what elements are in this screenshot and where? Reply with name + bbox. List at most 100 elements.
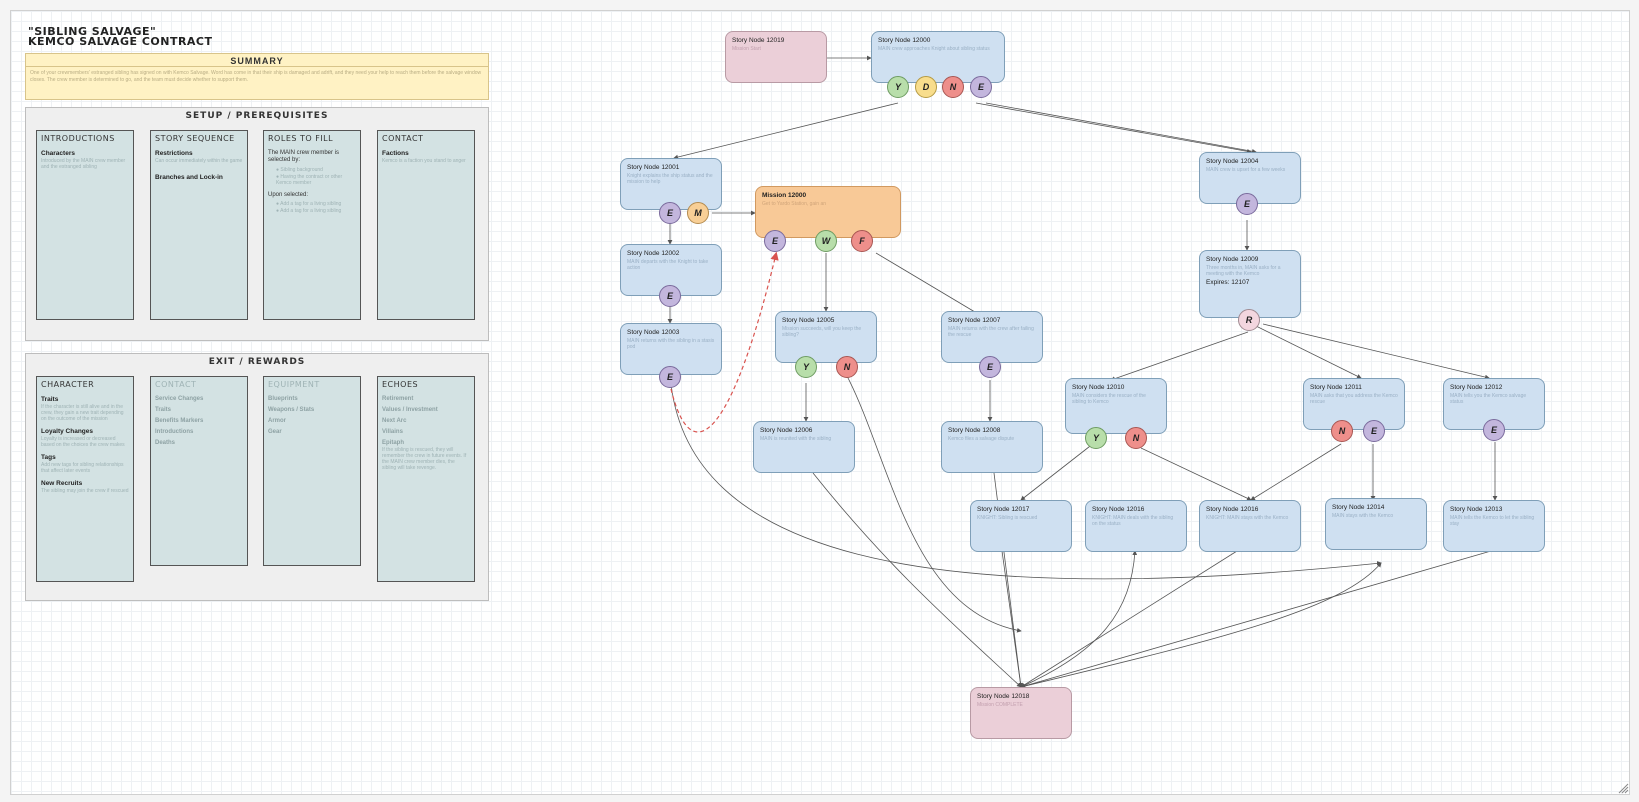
exit-heading: Exit / Rewards: [208, 357, 306, 367]
node-desc: MAIN is reunited with the sibling: [760, 436, 832, 442]
node-label: Story Node 12003: [627, 329, 680, 336]
equipment-item: Gear: [268, 429, 282, 435]
exit-column-echoes: Echoes Retirement Values / Investment Ne…: [377, 376, 475, 582]
contact-item: Service Changes: [155, 396, 204, 402]
story-node-12019[interactable]: Story Node 12019 Mission Start: [725, 31, 827, 83]
choice-badge-y[interactable]: Y: [795, 356, 817, 378]
echo-item: Epitaph: [382, 440, 404, 446]
exit-panel: Exit / Rewards Character Traits If the c…: [25, 353, 489, 601]
section-heading: New Recruits: [41, 480, 83, 487]
section-heading: Tags: [41, 454, 56, 461]
resize-handle-icon[interactable]: [1617, 782, 1629, 794]
choice-badge-n[interactable]: N: [1125, 427, 1147, 449]
roles-bullet: ● Sibling background: [276, 167, 323, 173]
equipment-item: Weapons / Stats: [268, 407, 315, 413]
section-text: Introduced by the MAIN crew member and t…: [41, 158, 126, 170]
section-heading: Loyalty Changes: [41, 428, 94, 435]
roles-intro2: Upon selected:: [268, 192, 309, 198]
story-node-12018[interactable]: Story Node 12018 Mission COMPLETE: [970, 687, 1072, 739]
setup-column-contact: Contact Factions Kemco is a faction you …: [377, 130, 475, 320]
node-label: Story Node 12005: [782, 317, 835, 324]
node-desc: MAIN tells the Kemco to let the sibling …: [1450, 515, 1535, 527]
node-desc: MAIN considers the rescue of the sibling…: [1072, 393, 1146, 405]
choice-badge-m[interactable]: M: [687, 202, 709, 224]
node-desc: Get to Yardo Station, gain an: [762, 201, 827, 207]
node-label: Story Node 12004: [1206, 158, 1259, 165]
contact-item: Introductions: [155, 429, 194, 435]
story-node-12005[interactable]: Story Node 12005 Mission succeeds, will …: [775, 311, 877, 363]
choice-badge-n[interactable]: N: [836, 356, 858, 378]
story-node-12009[interactable]: Story Node 12009 Three months in, MAIN a…: [1199, 250, 1301, 318]
story-node-12013[interactable]: Story Node 12013 MAIN tells the Kemco to…: [1443, 500, 1545, 552]
choice-badge-e[interactable]: E: [659, 366, 681, 388]
node-desc: MAIN tells you the Kemco salvage status: [1450, 393, 1527, 405]
node-desc: MAIN crew approaches Knight about siblin…: [878, 46, 990, 52]
contact-item: Deaths: [155, 440, 176, 446]
mission-node-12000[interactable]: Mission 12000 Get to Yardo Station, gain…: [755, 186, 901, 238]
roles-bullet: ● Having the contract or other Kemco mem…: [276, 174, 343, 186]
column-title: Contact: [155, 380, 197, 389]
node-label: Story Node 12001: [627, 164, 680, 171]
diagram-canvas[interactable]: "Sibling Salvage" Kemco Salvage Contract…: [10, 10, 1630, 795]
choice-badge-e[interactable]: E: [1483, 419, 1505, 441]
node-expires: Expires: 12107: [1206, 279, 1250, 286]
node-label: Story Node 12008: [948, 427, 1001, 434]
choice-badge-e[interactable]: E: [659, 202, 681, 224]
story-node-12010[interactable]: Story Node 12010 MAIN considers the resc…: [1065, 378, 1167, 434]
choice-badge-e[interactable]: E: [1236, 193, 1258, 215]
node-desc: Mission COMPLETE: [977, 702, 1023, 708]
section-heading: Characters: [41, 150, 75, 157]
choice-badge-y[interactable]: Y: [887, 76, 909, 98]
choice-badge-e[interactable]: E: [764, 230, 786, 252]
node-desc: KNIGHT: Sibling is rescued: [977, 515, 1038, 521]
choice-badge-e[interactable]: E: [970, 76, 992, 98]
story-node-12017[interactable]: Story Node 12017 KNIGHT: Sibling is resc…: [970, 500, 1072, 552]
node-desc: Three months in, MAIN asks for a meeting…: [1206, 265, 1281, 277]
node-label: Story Node 12009: [1206, 256, 1259, 263]
echo-item: Values / Investment: [382, 407, 438, 413]
choice-badge-d[interactable]: D: [915, 76, 937, 98]
story-node-12007[interactable]: Story Node 12007 MAIN returns with the c…: [941, 311, 1043, 363]
node-label: Story Node 12006: [760, 427, 813, 434]
choice-badge-e[interactable]: E: [1363, 420, 1385, 442]
section-text: Kemco is a faction you stand to anger: [382, 158, 466, 164]
node-label: Story Node 12012: [1450, 384, 1503, 391]
node-desc: MAIN returns with the sibling in a stasi…: [627, 338, 715, 350]
choice-badge-w[interactable]: W: [815, 230, 837, 252]
contact-item: Traits: [155, 407, 172, 413]
story-node-12012[interactable]: Story Node 12012 MAIN tells you the Kemc…: [1443, 378, 1545, 430]
node-desc: KNIGHT: MAIN stays with the Kemco: [1206, 515, 1289, 521]
summary-heading: SUMMARY: [26, 54, 488, 67]
choice-badge-e[interactable]: E: [979, 356, 1001, 378]
story-node-12016-b[interactable]: Story Node 12016 KNIGHT: MAIN stays with…: [1199, 500, 1301, 552]
story-node-12008[interactable]: Story Node 12008 Kemco files a salvage d…: [941, 421, 1043, 473]
choice-badge-f[interactable]: F: [851, 230, 873, 252]
node-desc: Mission Start: [732, 46, 761, 52]
choice-badge-y[interactable]: Y: [1085, 427, 1107, 449]
diagram-edges: [667, 55, 1498, 689]
column-title: Character: [41, 380, 95, 389]
story-node-12006[interactable]: Story Node 12006 MAIN is reunited with t…: [753, 421, 855, 473]
column-title: Story Sequence: [155, 134, 235, 143]
story-node-12016-a[interactable]: Story Node 12016 KNIGHT: MAIN deals with…: [1085, 500, 1187, 552]
choice-badge-r[interactable]: R: [1238, 309, 1260, 331]
story-node-12014[interactable]: Story Node 12014 MAIN stays with the Kem…: [1325, 498, 1427, 550]
choice-badge-e[interactable]: E: [659, 285, 681, 307]
node-label: Story Node 12019: [732, 37, 785, 44]
setup-column-roles: Roles to Fill The MAIN crew member is se…: [263, 130, 361, 320]
contract-title-line1: "Sibling Salvage": [28, 25, 157, 38]
section-heading: Branches and Lock-in: [155, 174, 223, 181]
roles-intro: The MAIN crew member is selected by:: [268, 150, 340, 163]
column-title: Equipment: [268, 380, 320, 389]
summary-panel: SUMMARY One of your crewmembers' estrang…: [25, 53, 489, 100]
story-node-12001[interactable]: Story Node 12001 Knight explains the shi…: [620, 158, 722, 210]
choice-badge-n[interactable]: N: [942, 76, 964, 98]
exit-column-character: Character Traits If the character is sti…: [36, 376, 134, 582]
node-label: Story Node 12010: [1072, 384, 1125, 391]
equipment-item: Blueprints: [268, 396, 298, 402]
story-node-12000[interactable]: Story Node 12000 MAIN crew approaches Kn…: [871, 31, 1005, 83]
setup-column-introductions: Introductions Characters Introduced by t…: [36, 130, 134, 320]
story-node-12011[interactable]: Story Node 12011 MAIN asks that you addr…: [1303, 378, 1405, 430]
equipment-item: Armor: [268, 418, 287, 424]
choice-badge-n[interactable]: N: [1331, 420, 1353, 442]
